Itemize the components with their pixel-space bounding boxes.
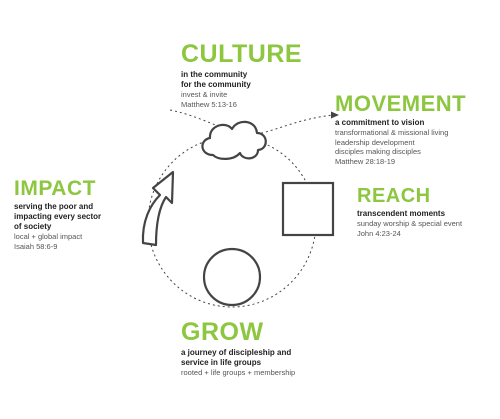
trajectory-arrowhead: [331, 111, 339, 119]
impact-subtitle-2: impacting every sector: [14, 212, 102, 221]
movement-line-3: disciples making disciples: [335, 147, 421, 156]
grow-subtitle-2: service in life groups: [181, 358, 262, 367]
grow-section: GROW a journey of discipleship and servi…: [181, 320, 295, 378]
impact-subtitle-3: of society: [14, 222, 52, 231]
culture-subtitle-1: in the community: [181, 70, 248, 79]
movement-line-1: transformational & missional living: [335, 128, 449, 137]
reach-scripture: John 4:23-24: [357, 228, 401, 238]
culture-section: CULTURE in the community for the communi…: [181, 42, 302, 109]
movement-line-2: leadership development: [335, 137, 415, 147]
movement-subtitle: a commitment to vision: [335, 118, 425, 127]
impact-line-1: local + global impact: [14, 232, 83, 241]
culture-line-1: invest & invite: [181, 90, 228, 99]
square-icon: [281, 181, 335, 237]
grow-line-1: rooted + life groups + membership: [181, 368, 296, 377]
grow-subtitle-1: a journey of discipleship and: [181, 348, 292, 357]
reach-heading: REACH: [357, 185, 431, 207]
cloud-icon: [201, 120, 267, 160]
impact-section: IMPACT serving the poor and impacting ev…: [14, 178, 101, 251]
culture-scripture: Matthew 5:13-16: [181, 99, 237, 109]
circle-icon: [202, 247, 262, 307]
grow-heading: GROW: [181, 318, 264, 346]
reach-section: REACH transcendent moments sunday worshi…: [357, 186, 462, 238]
impact-subtitle-1: serving the poor and: [14, 202, 94, 211]
movement-scripture: Matthew 28:18-19: [335, 156, 396, 166]
movement-heading: MOVEMENT: [335, 91, 467, 116]
movement-trajectory: [169, 109, 334, 135]
culture-heading: CULTURE: [181, 40, 303, 68]
curved-arrow-icon: [141, 170, 175, 247]
impact-heading: IMPACT: [14, 177, 96, 200]
impact-scripture: Isaiah 58:6-9: [14, 241, 58, 251]
reach-subtitle: transcendent moments: [357, 209, 446, 218]
culture-subtitle-2: for the community: [181, 80, 251, 89]
reach-line-1: sunday worship & special event: [357, 219, 463, 228]
movement-section: MOVEMENT a commitment to vision transfor…: [335, 93, 466, 166]
